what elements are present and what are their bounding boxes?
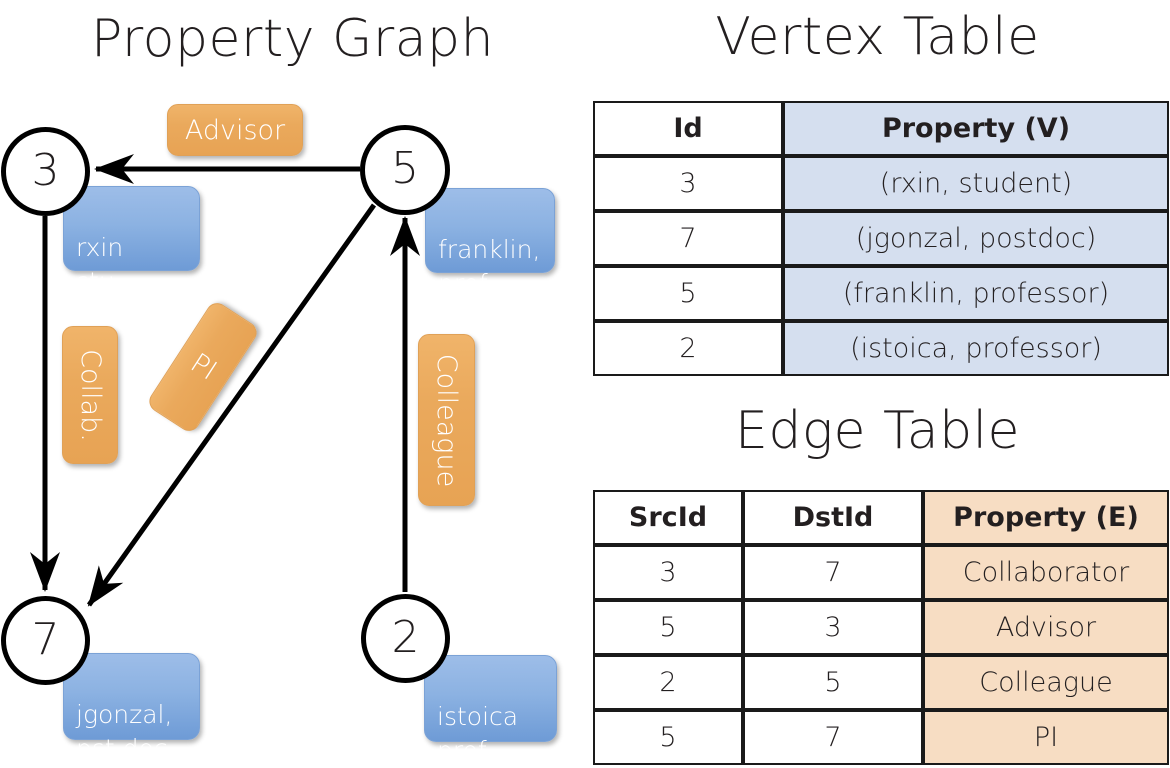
page-title-vertex-table: Vertex Table [715,7,1040,67]
node-property-text-2: istoica prof. [437,702,519,765]
edge-table-header-srcid: SrcId [593,490,743,545]
node-property-text-5: franklin, prof. [438,235,541,298]
node-property-box-2: istoica prof. [424,655,557,765]
graph-node-7-label: 7 [31,613,60,665]
page-title-property-graph: Property Graph [90,9,495,69]
table-row: 2 5 Colleague [593,655,1169,710]
vertex-cell-property: (istoica, professor) [783,321,1169,376]
vertex-table-header-id: Id [593,101,783,156]
table-row: 3 7 Collaborator [593,545,1169,600]
edge-cell-property: PI [923,710,1169,765]
vertex-cell-id: 5 [593,266,783,321]
edge-5-to-7-pi [86,203,377,607]
page-title-edge-table: Edge Table [734,401,1021,461]
vertex-cell-property: (jgonzal, postdoc) [783,211,1169,266]
edge-cell-srcid: 5 [593,600,743,655]
table-row: 5 (franklin, professor) [593,266,1169,321]
edge-table-header-property: Property (E) [923,490,1169,545]
table-row: 7 (jgonzal, postdoc) [593,211,1169,266]
graph-node-3[interactable]: 3 [1,127,90,216]
node-property-text-3: rxin stu. [76,233,124,296]
edge-label-colleague-text: Colleague [431,353,462,487]
vertex-table-header-property: Property (V) [783,101,1169,156]
edge-cell-srcid: 5 [593,710,743,765]
table-row: 5 7 PI [593,710,1169,765]
node-property-box-3: rxin stu. [63,186,200,296]
edge-label-collab: Collab. [62,326,118,464]
edge-cell-srcid: 2 [593,655,743,710]
table-row: 5 3 Advisor [593,600,1169,655]
edge-cell-property: Collaborator [923,545,1169,600]
vertex-cell-property: (franklin, professor) [783,266,1169,321]
vertex-table-header-row: Id Property (V) [593,101,1169,156]
graph-node-2[interactable]: 2 [361,594,450,683]
vertex-cell-property: (rxin, student) [783,156,1169,211]
vertex-cell-id: 2 [593,321,783,376]
edge-table: SrcId DstId Property (E) 3 7 Collaborato… [593,490,1169,765]
graph-node-7[interactable]: 7 [1,596,90,685]
edge-cell-dstid: 7 [743,710,923,765]
table-row: 3 (rxin, student) [593,156,1169,211]
graph-node-2-label: 2 [391,611,420,663]
edge-label-pi-text: PI [184,347,222,387]
graph-edges-svg [30,154,420,607]
edge-cell-property: Colleague [923,655,1169,710]
node-property-box-5: franklin, prof. [425,188,555,298]
edge-cell-dstid: 7 [743,545,923,600]
edge-table-header-row: SrcId DstId Property (E) [593,490,1169,545]
graph-node-5[interactable]: 5 [360,125,450,215]
edge-cell-property: Advisor [923,600,1169,655]
graph-node-5-label: 5 [391,143,419,194]
edge-label-colleague: Colleague [418,334,475,506]
node-property-text-7: jgonzal, pst.doc. [76,700,176,763]
vertex-cell-id: 3 [593,156,783,211]
edge-cell-dstid: 5 [743,655,923,710]
edge-table-header-dstid: DstId [743,490,923,545]
edge-label-advisor-text: Advisor [184,114,286,146]
edge-label-advisor: Advisor [167,104,303,156]
table-row: 2 (istoica, professor) [593,321,1169,376]
graph-node-3-label: 3 [31,144,60,196]
vertex-table: Id Property (V) 3 (rxin, student) 7 (jgo… [593,101,1169,376]
vertex-cell-id: 7 [593,211,783,266]
edge-cell-srcid: 3 [593,545,743,600]
node-property-box-7: jgonzal, pst.doc. [63,653,200,763]
edge-cell-dstid: 3 [743,600,923,655]
edge-label-collab-text: Collab. [74,348,106,442]
